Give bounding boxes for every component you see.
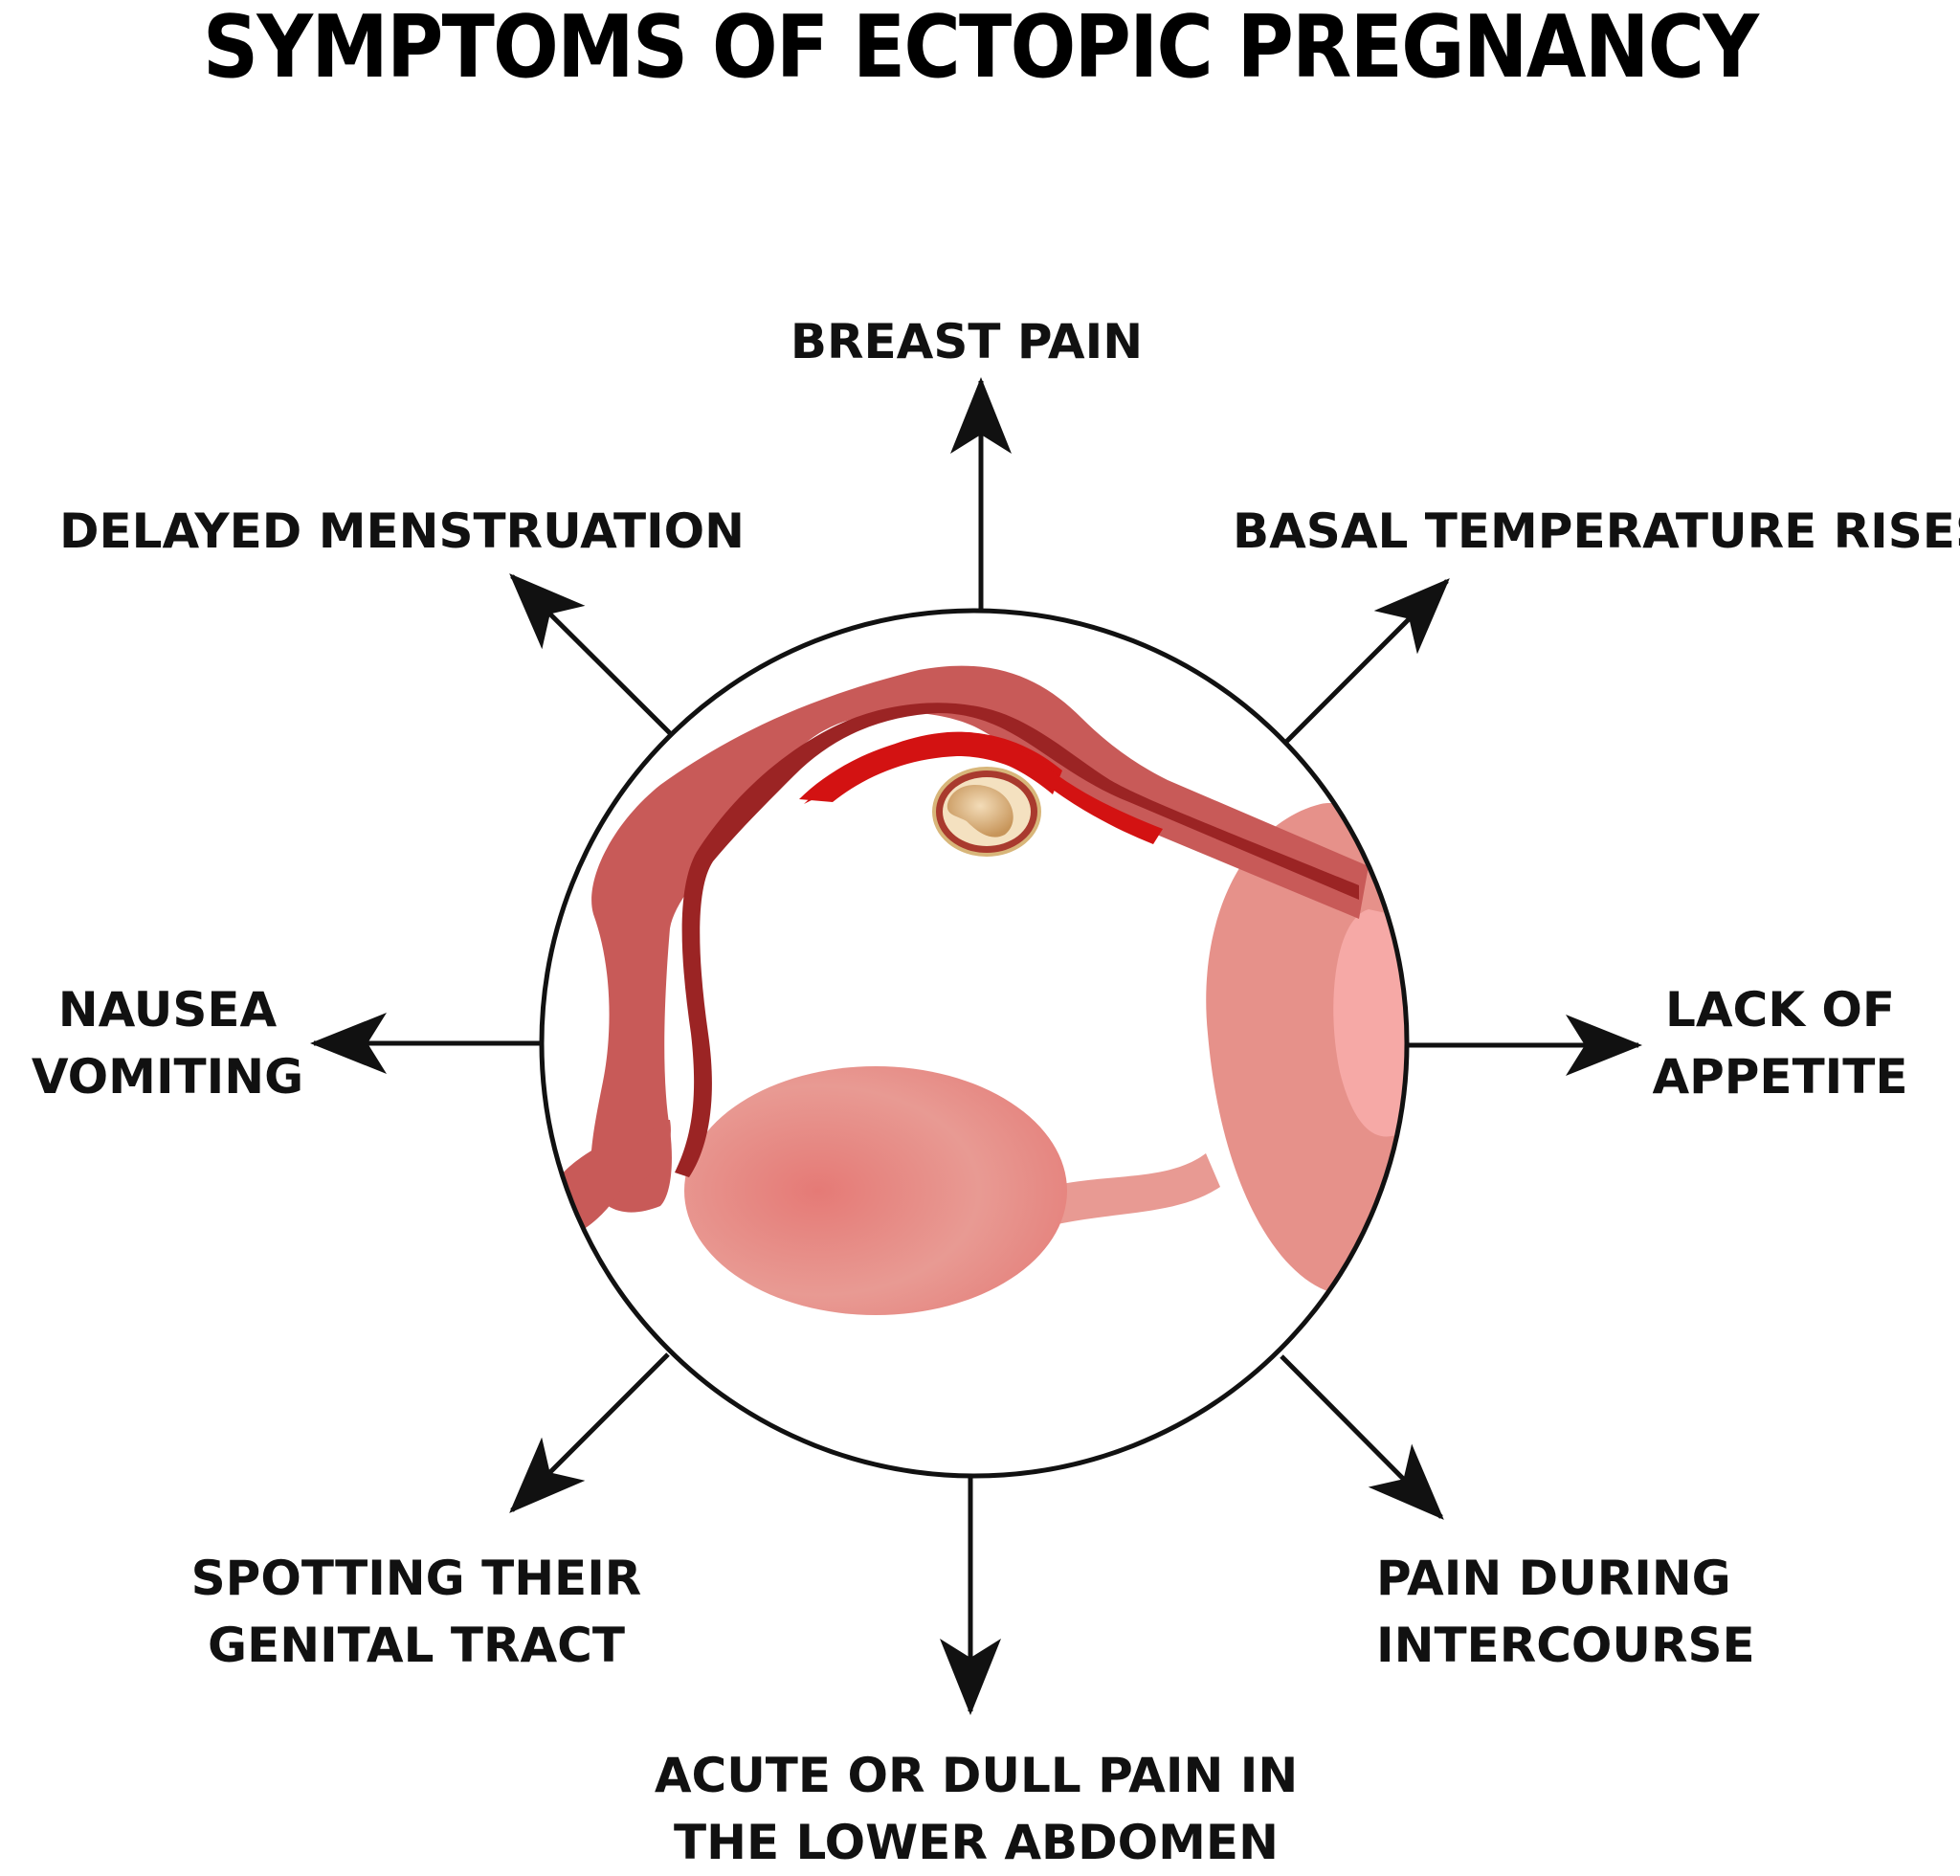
uterus-highlight xyxy=(1333,909,1407,1137)
ovary xyxy=(684,1066,1067,1315)
arrow-top-left xyxy=(509,573,672,735)
symptom-lack-of-appetite: LACK OF APPETITE xyxy=(1652,982,1908,1105)
anatomy xyxy=(542,665,1407,1315)
diagram-circle-outline xyxy=(539,608,1410,1479)
symptom-spotting: SPOTTING THEIR GENITAL TRACT xyxy=(190,1551,642,1673)
page-title: SYMPTOMS OF ECTOPIC PREGNANCY xyxy=(202,0,1759,98)
arrow-top-right xyxy=(1283,578,1450,745)
symptom-basal-temperature: BASAL TEMPERATURE RISES xyxy=(1233,503,1960,559)
symptom-lower-abdomen-pain: ACUTE OR DULL PAIN IN THE LOWER ABDOMEN xyxy=(654,1748,1299,1870)
symptom-delayed-menstruation: DELAYED MENSTRUATION xyxy=(58,503,745,559)
embryo xyxy=(947,785,1013,838)
arrow-bottom-right xyxy=(1280,1354,1444,1520)
tube-lumen xyxy=(675,703,1359,1177)
symptom-pain-during-intercourse: PAIN DURING INTERCOURSE xyxy=(1376,1551,1755,1673)
arrow-bottom-left xyxy=(509,1352,670,1513)
fallopian-tube xyxy=(590,665,1369,1213)
symptom-arrows xyxy=(310,377,1642,1715)
ovarian-ligament xyxy=(1048,1153,1220,1225)
symptom-breast-pain: BREAST PAIN xyxy=(790,314,1144,369)
symptom-nausea-vomiting: NAUSEA VOMITING xyxy=(31,982,304,1105)
